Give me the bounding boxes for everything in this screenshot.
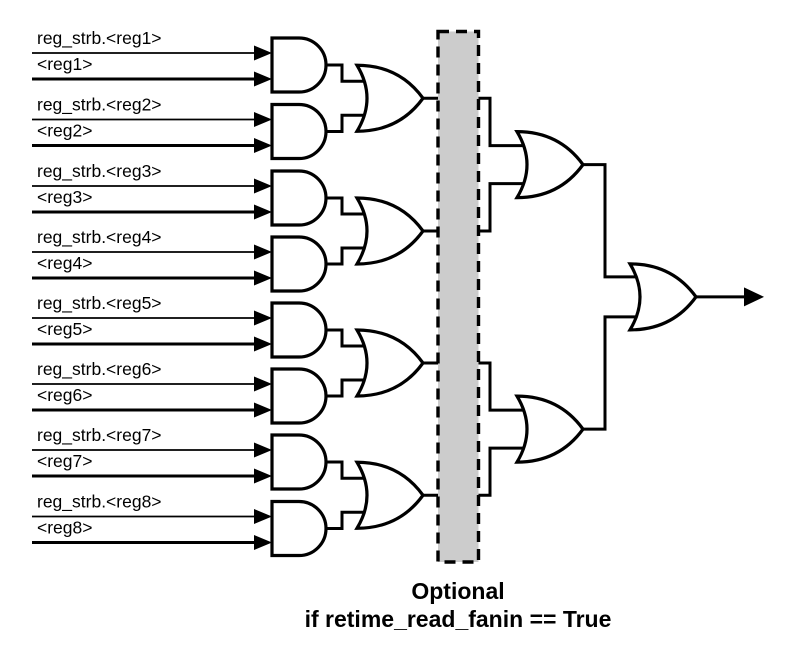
and-gate-1 [270, 36, 328, 94]
input-label-reg: <reg1> [37, 54, 92, 74]
wires-layer [32, 45, 764, 550]
or-gate-stage2-3 [354, 328, 425, 398]
and-gate-6 [270, 367, 328, 425]
input-label-strb: reg_strb.<reg1> [37, 28, 162, 49]
wire-and-to-or2 [326, 246, 368, 266]
input-arrowhead [254, 71, 272, 87]
input-label-reg: <reg3> [37, 187, 92, 207]
and-gate-3 [270, 169, 328, 227]
caption-line-2: if retime_read_fanin == True [305, 606, 612, 632]
input-label-strb: reg_strb.<reg3> [37, 161, 162, 182]
wire-and-to-or2 [326, 113, 368, 133]
input-arrowhead [254, 138, 272, 153]
retime-register-stage-box [436, 29, 481, 564]
input-label-strb: reg_strb.<reg7> [37, 425, 162, 446]
input-label-strb: reg_strb.<reg6> [37, 359, 162, 380]
and-gate-2 [270, 102, 328, 161]
wire-or3-to-final [583, 163, 643, 279]
input-arrowhead [254, 336, 272, 352]
wire-and-to-or2 [326, 378, 368, 398]
input-label-reg: <reg5> [37, 319, 92, 339]
output-arrowhead [744, 287, 764, 307]
retime-stage-layer [436, 29, 481, 564]
or-gate-stage3-1 [514, 130, 585, 200]
input-arrowhead [254, 509, 272, 524]
and-gate-5 [270, 301, 328, 359]
input-label-reg: <reg4> [37, 253, 92, 273]
or-gate-stage2-1 [354, 63, 425, 133]
input-arrowhead [254, 178, 272, 194]
input-arrowhead [254, 376, 272, 392]
labels-layer: reg_strb.<reg1> <reg1> reg_strb.<reg2> <reg… [37, 28, 162, 538]
input-arrowhead [254, 244, 272, 260]
wire-or3-to-final [583, 315, 643, 431]
input-label-strb: reg_strb.<reg5> [37, 293, 162, 314]
or-gate-stage2-4 [354, 460, 425, 530]
wire-and-to-or2 [326, 328, 368, 348]
input-arrowhead [254, 535, 272, 550]
or-gate-stage2-2 [354, 196, 425, 266]
or-gate-final [627, 262, 698, 332]
and-gate-7 [270, 433, 328, 491]
input-label-reg: <reg6> [37, 385, 92, 405]
input-arrowhead [254, 45, 272, 61]
and-gate-4 [270, 235, 328, 293]
caption-line-1: Optional [411, 578, 504, 604]
and-gate-8 [270, 499, 328, 558]
input-arrowhead [254, 310, 272, 326]
input-label-strb: reg_strb.<reg8> [37, 492, 162, 513]
input-arrowhead [254, 442, 272, 458]
input-label-reg: <reg7> [37, 451, 92, 471]
wire-and-to-or2 [326, 460, 368, 480]
wire-and-to-or2 [326, 196, 368, 216]
input-label-reg: <reg2> [37, 121, 92, 141]
input-arrowhead [254, 468, 272, 484]
input-label-strb: reg_strb.<reg4> [37, 227, 162, 248]
input-label-strb: reg_strb.<reg2> [37, 95, 162, 116]
or-gate-stage3-2 [514, 394, 585, 464]
input-arrowhead [254, 204, 272, 220]
wire-and-to-or2 [326, 63, 368, 83]
input-arrowhead [254, 112, 272, 127]
input-arrowhead [254, 270, 272, 286]
wire-and-to-or2 [326, 510, 368, 530]
input-arrowhead [254, 402, 272, 418]
gates-layer [270, 36, 698, 558]
input-label-reg: <reg8> [37, 518, 92, 538]
